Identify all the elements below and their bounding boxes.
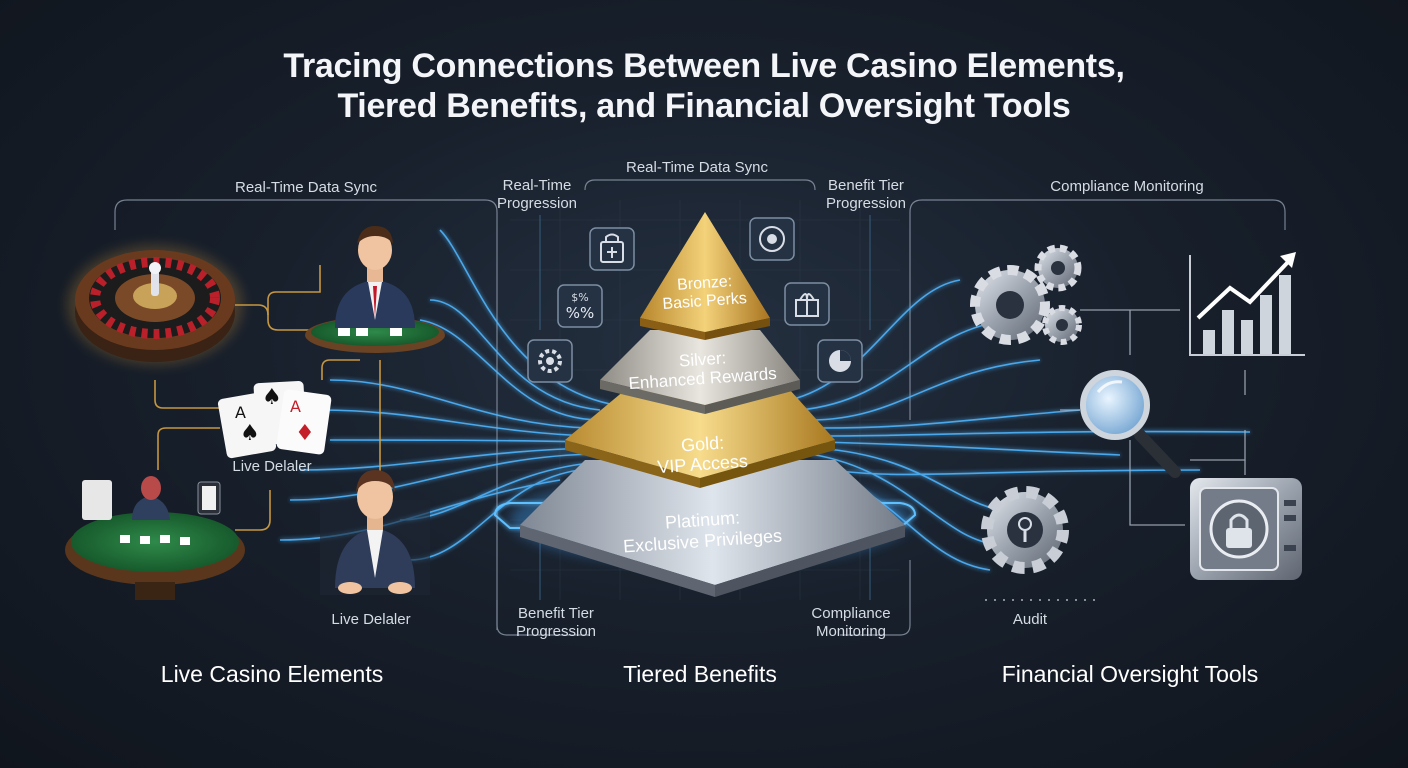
section-title-financial-oversight: Financial Oversight Tools	[1001, 661, 1259, 687]
live-dealer-1-icon	[305, 226, 445, 353]
svg-text:♠: ♠	[240, 421, 260, 446]
shopping-bag-icon	[589, 227, 635, 271]
label-left-data-sync: Real-Time Data Sync	[235, 179, 377, 196]
label-realtime-line1: Real-Time	[502, 177, 572, 194]
label-benefit-top-line1: Benefit Tier	[828, 177, 904, 194]
label-compliance-monitoring-top: Compliance Monitoring	[1050, 178, 1204, 195]
label-compliance-monitoring-bottom: Compliance Monitoring	[811, 605, 890, 641]
label-benefit-bottom-line1: Benefit Tier	[518, 605, 594, 622]
live-dealer-2-icon	[320, 470, 430, 595]
label-audit: Audit	[1012, 611, 1048, 628]
svg-text:$%: $%	[571, 291, 588, 304]
playing-cards-icon: A ♠ ♠ A ♦	[217, 380, 332, 459]
growth-chart-icon	[1189, 252, 1305, 356]
section-brackets	[114, 179, 1286, 636]
svg-text:%%: %%	[566, 304, 595, 322]
blackjack-table-icon	[65, 476, 245, 600]
gears-icon	[970, 244, 1082, 345]
connection-lines-gold	[154, 265, 381, 531]
svg-text:♠: ♠	[262, 385, 282, 410]
label-compliance-bottom-line1: Compliance	[811, 605, 891, 622]
tier-bronze	[640, 212, 770, 340]
connection-lines-right	[789, 279, 1251, 571]
tier-bronze-name: Bronze:	[677, 273, 733, 294]
tier-gold	[565, 390, 835, 488]
svg-text:A: A	[290, 397, 301, 416]
label-center-data-sync: Real-Time Data Sync	[626, 159, 768, 176]
gift-icon	[784, 282, 830, 326]
page-title-line-2: Tiered Benefits, and Financial Oversight…	[337, 87, 1071, 125]
section-title-tiered-benefits: Tiered Benefits	[623, 661, 777, 687]
magnifying-glass-icon	[1080, 370, 1181, 478]
svg-text:♦: ♦	[295, 421, 315, 446]
tier-silver-name: Silver:	[678, 348, 726, 370]
percent-icon: $% %%	[557, 284, 603, 328]
label-realtime-line2: Progression	[496, 195, 578, 212]
tier-silver	[600, 330, 800, 414]
connection-lines-grey	[1060, 309, 1246, 526]
page-title-line-1: Tracing Connections Between Live Casino …	[283, 47, 1125, 85]
label-realtime-progression: Real-Time Progression	[497, 177, 577, 213]
label-live-dealer-1: Live Delaler	[232, 458, 312, 475]
vault-lock-icon	[1190, 478, 1302, 580]
label-compliance-bottom-line2: Monitoring	[815, 623, 887, 640]
tier-platinum	[520, 460, 905, 597]
tier-gold-name: Gold:	[680, 433, 724, 456]
roulette-wheel-icon	[67, 245, 243, 365]
label-benefit-top-line2: Progression	[825, 195, 907, 212]
pie-chart-icon	[817, 339, 863, 383]
label-benefit-tier-progression-bottom: Benefit Tier Progression	[516, 605, 596, 641]
tier-bronze-desc: Basic Perks	[662, 290, 747, 313]
gear-small-icon	[527, 339, 573, 383]
section-title-live-casino: Live Casino Elements	[160, 661, 384, 687]
label-benefit-bottom-line2: Progression	[515, 623, 597, 640]
label-live-dealer-2: Live Delaler	[331, 611, 411, 628]
target-icon	[749, 217, 795, 261]
label-benefit-tier-progression-top: Benefit Tier Progression	[826, 177, 906, 213]
svg-text:A: A	[235, 403, 246, 422]
audit-gear-icon	[981, 486, 1069, 574]
